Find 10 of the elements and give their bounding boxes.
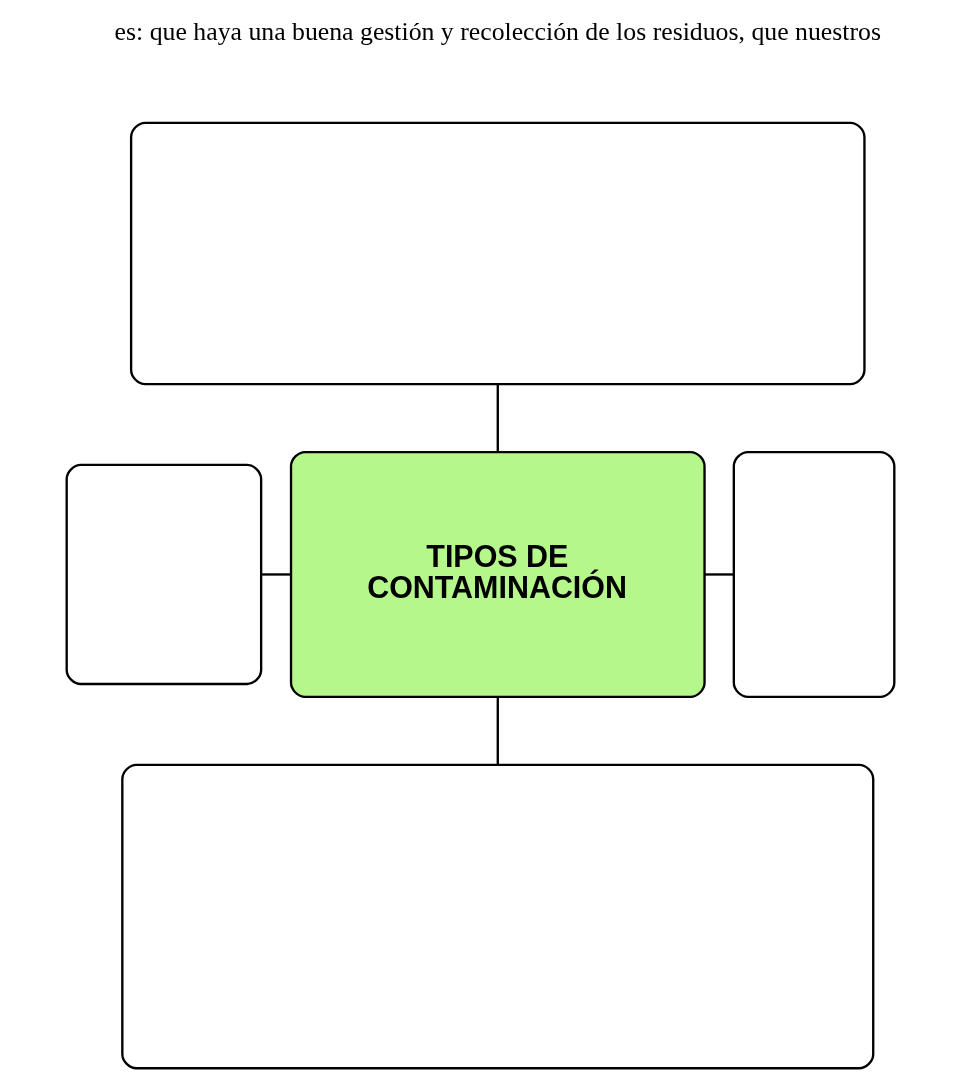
connector xyxy=(704,573,734,576)
connector xyxy=(260,573,291,576)
label: es: que haya una buena gestión y recolección de los residuos, que nuestros xyxy=(114,17,881,47)
node-box xyxy=(732,450,895,699)
connector xyxy=(496,384,499,453)
connector xyxy=(496,697,499,765)
node-box xyxy=(120,763,874,1070)
node-box xyxy=(129,121,866,386)
node-box: TIPOS DE CONTAMINACIÓN xyxy=(289,450,706,699)
node-box xyxy=(65,463,262,686)
